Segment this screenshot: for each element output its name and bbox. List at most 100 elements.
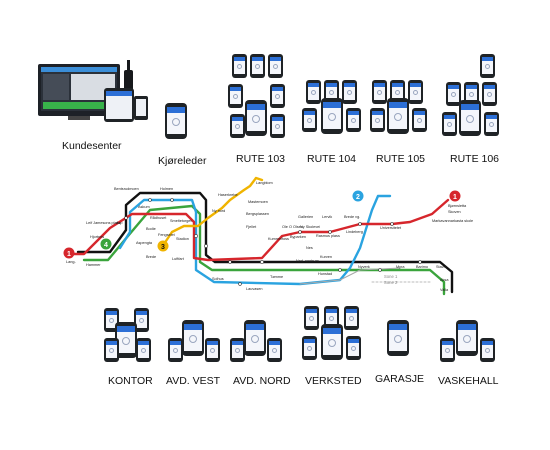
phone <box>480 338 495 362</box>
phone <box>459 100 481 136</box>
station-label: Ole O Olsen <box>282 225 303 229</box>
phone <box>230 338 245 362</box>
rute-104-label: RUTE 104 <box>307 153 357 165</box>
phone <box>321 98 343 134</box>
station-label: Holmen <box>160 187 173 191</box>
station-dot <box>418 260 422 264</box>
phone <box>244 320 266 356</box>
phone <box>412 108 427 132</box>
rute-106-group <box>442 54 499 140</box>
kundesenter-label: Kundesenter <box>62 140 122 152</box>
station-label: Myra <box>396 265 405 269</box>
station-label: Langblom <box>256 181 273 185</box>
line-badge-4-text: 4 <box>104 242 108 249</box>
kontor-label: KONTOR <box>108 375 153 387</box>
phone <box>182 320 204 356</box>
handheld-phone <box>134 96 148 120</box>
station-label: Hunstad <box>318 272 332 276</box>
verksted-group <box>302 306 362 368</box>
station-dot <box>170 198 174 202</box>
line-badge-1-text: 1 <box>67 251 71 258</box>
rute-103-group <box>228 54 286 140</box>
rute-105-label: RUTE 105 <box>376 153 426 165</box>
phone <box>344 306 359 330</box>
garasje-label: GARASJE <box>375 373 425 385</box>
zone-label: Sone 1 <box>384 274 398 279</box>
station-label: Bjørnsletta <box>448 204 467 208</box>
screen-header <box>41 67 117 72</box>
kjoreleder-label: Kjøreleder <box>158 155 207 167</box>
avd-vest-label: AVD. VEST <box>166 375 221 387</box>
vaskehall-group <box>440 316 496 366</box>
rute-105-group <box>370 80 428 140</box>
station-label: Solhus <box>212 277 224 281</box>
line-badge-1b-text: 1 <box>453 194 457 201</box>
line-black <box>76 191 454 294</box>
zone-label: Sone 2 <box>384 280 398 285</box>
tablet-device <box>104 88 134 122</box>
avd-nord-label: AVD. NORD <box>233 375 291 387</box>
station-label: Stadion <box>176 237 189 241</box>
station-label: Smeltetorget <box>170 219 192 223</box>
station-label: Rasmus plass <box>316 234 340 238</box>
phone <box>104 338 119 362</box>
phone <box>115 322 137 358</box>
station-label: Lang- <box>66 260 76 264</box>
station-dot <box>390 222 394 226</box>
phone <box>372 80 387 104</box>
station-label: Lindeberg <box>346 230 363 234</box>
station-label: Kurven <box>320 255 332 259</box>
station-dot <box>358 222 362 226</box>
station-label: Aspengta <box>136 241 153 245</box>
station-label: Bentsrudmoen <box>114 187 139 191</box>
station-label: Mastemoen <box>248 200 268 204</box>
station-dot <box>338 268 342 272</box>
station-label: Askum <box>138 205 150 209</box>
rute-104-group <box>302 80 362 140</box>
station-label: Lauvasen <box>246 287 262 291</box>
phone <box>232 54 247 78</box>
station-label: Luftfart <box>172 257 185 261</box>
garasje-group <box>378 316 418 366</box>
station-label: Skoven <box>448 210 461 214</box>
station-label: Byparken <box>290 235 306 239</box>
rute-106-label: RUTE 106 <box>450 153 500 165</box>
station-label: Bergsplassen <box>246 212 269 216</box>
station-label: Hjortnes <box>90 235 104 239</box>
station-dot <box>148 198 152 202</box>
station-label: Ned. sentrum <box>296 259 319 263</box>
monitor-stand <box>68 116 90 120</box>
station-label: Asp <box>116 221 123 225</box>
phone <box>205 338 220 362</box>
station-label: Universitetet <box>380 226 402 230</box>
rute-103-label: RUTE 103 <box>236 153 286 165</box>
station-label: Rådhuset <box>150 216 167 220</box>
phone <box>245 100 267 136</box>
kjoreleder-phone <box>165 103 187 139</box>
phone <box>270 114 285 138</box>
phone <box>267 338 282 362</box>
radio-antenna <box>127 60 130 71</box>
station-label: Lervik <box>322 215 332 219</box>
station-dot <box>328 230 332 234</box>
station-dot <box>298 230 302 234</box>
station-label: Leif Jamesons plass <box>86 221 121 225</box>
station-dot <box>378 268 382 272</box>
station-label: Fengselet <box>158 233 176 237</box>
phone <box>440 338 455 362</box>
verksted-label: VERKSTED <box>305 375 362 387</box>
station-label: Brede vg. <box>344 215 360 219</box>
station-label: Bodie <box>146 227 156 231</box>
screen-status-row <box>43 102 115 109</box>
phone <box>346 108 361 132</box>
phone <box>482 82 497 106</box>
line-yellow <box>162 176 264 246</box>
line-badge-1-right: 1 <box>449 190 461 202</box>
phone <box>387 98 409 134</box>
station-label: Brede <box>146 255 156 259</box>
station-dot <box>260 260 264 264</box>
phone <box>480 54 495 78</box>
line-badge-3-text: 3 <box>161 244 165 251</box>
station-label: Fjellet <box>246 225 257 229</box>
